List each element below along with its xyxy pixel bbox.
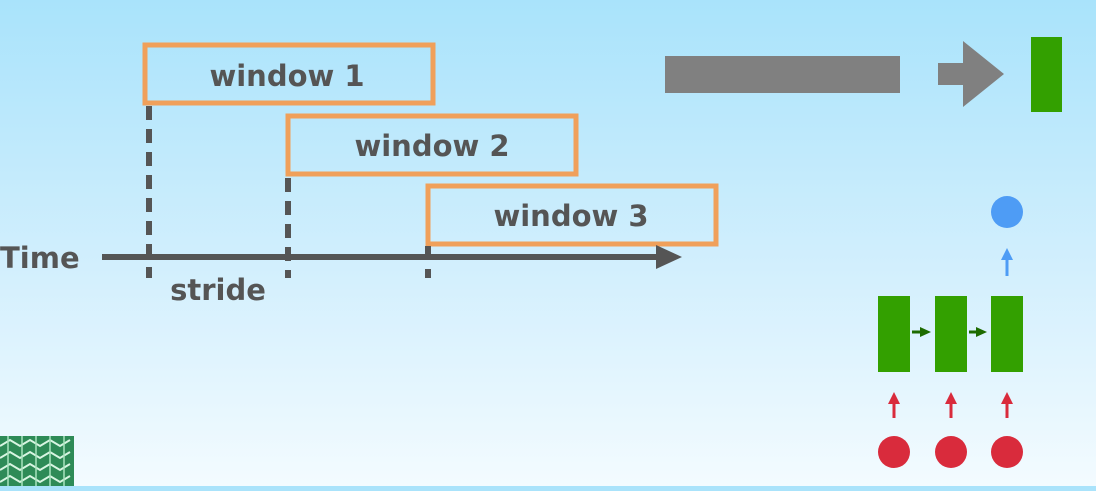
window-2-box xyxy=(285,113,579,177)
rnn-output-arrow xyxy=(1001,248,1013,276)
time-axis-label: Time xyxy=(0,241,80,275)
rnn-cell-3 xyxy=(991,296,1023,372)
window-3: window 3 xyxy=(425,183,719,247)
rnn-input-arrow-1 xyxy=(888,392,900,418)
rnn-cell-1 xyxy=(878,296,910,372)
sequence-block xyxy=(665,56,900,93)
rnn-input-node-1 xyxy=(878,436,910,468)
window-2-label: window 2 xyxy=(354,129,509,163)
window-3-label: window 3 xyxy=(493,199,648,233)
rnn-input-arrow-2 xyxy=(945,392,957,418)
rnn-recurrent-arrow-1 xyxy=(912,327,931,337)
window-2: window 2 xyxy=(285,113,579,177)
rnn-recurrent-arrow-2 xyxy=(969,327,987,337)
right-arrow-icon xyxy=(938,41,1004,107)
stride-label: stride xyxy=(170,273,266,307)
window-1: window 1 xyxy=(142,42,436,106)
window-3-box xyxy=(425,183,719,247)
window-1-label: window 1 xyxy=(209,59,364,93)
window-1-box xyxy=(142,42,436,106)
time-axis-arrowhead xyxy=(656,245,682,269)
rnn-cell-2 xyxy=(935,296,967,372)
rnn-output-node xyxy=(991,196,1023,228)
rnn-input-node-3 xyxy=(991,436,1023,468)
rnn-input-node-2 xyxy=(935,436,967,468)
output-block xyxy=(1031,37,1062,112)
rnn-input-arrow-3 xyxy=(1001,392,1013,418)
pattern-logo xyxy=(0,436,74,486)
